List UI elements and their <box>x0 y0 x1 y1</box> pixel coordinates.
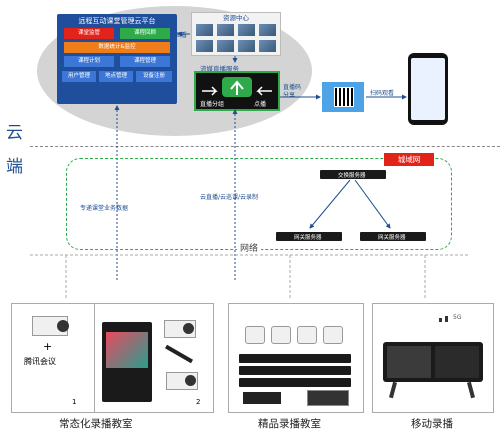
city-network-badge: 城域网 <box>384 153 434 166</box>
mobile-recording-box: 5G <box>372 303 494 413</box>
module-course-manage: 课程管理 <box>120 56 170 67</box>
control-keyboard-icon <box>243 392 281 404</box>
platform-title: 远程互动课堂管理云平台 <box>78 17 156 25</box>
cloud-edge-divider <box>30 146 500 147</box>
phone-screen <box>411 58 445 120</box>
module-user-manage: 用户管理 <box>62 71 96 82</box>
ptz-camera-row <box>243 320 347 346</box>
qr-code-icon <box>334 87 354 107</box>
classroom-divider <box>94 304 95 412</box>
qr-code-card <box>322 82 364 112</box>
normal-classroom-caption: 常态化录播教室 <box>59 418 133 430</box>
resource-thumbnail <box>196 40 213 52</box>
smart-board-screen <box>106 332 148 368</box>
plus-sign: + <box>43 340 53 353</box>
cloud-label: 云 <box>6 123 23 143</box>
recording-host-icon <box>239 366 351 375</box>
recording-host-icon <box>239 354 351 363</box>
signal-bar <box>439 318 442 322</box>
camera-lens <box>183 323 194 334</box>
module-site-manage: 地点管理 <box>99 71 133 82</box>
cloud-services-label: 云直播/云巡课/云录制 <box>200 194 259 201</box>
premium-classroom-caption: 精品录播教室 <box>258 418 321 430</box>
module-data-stats: 数据统计&监控 <box>64 42 170 53</box>
premium-classroom-box <box>228 303 364 413</box>
camera-lens <box>57 320 69 332</box>
ptz-camera-icon <box>271 326 291 344</box>
camera-lens <box>185 375 196 386</box>
business-data-label: 专递课堂业务数据 <box>80 205 129 212</box>
resource-thumbnail <box>238 40 255 52</box>
vod-label: 点播 <box>254 101 267 108</box>
ptz-camera-icon <box>323 326 343 344</box>
edge-label: 端 <box>6 157 23 177</box>
recording-host-icon <box>239 378 351 387</box>
resource-thumbnail <box>196 24 213 36</box>
exchange-server-label: 交换服务器 <box>338 173 366 179</box>
ptz-camera-icon <box>245 326 265 344</box>
pointer-stick-icon <box>165 344 193 364</box>
module-course-review: 课程回顾 <box>120 28 170 39</box>
resource-center: 资源中心 <box>191 12 281 56</box>
gateway-server-1: 网关服务器 <box>276 232 342 241</box>
resource-thumbnail <box>217 40 234 52</box>
signal-5g-label: 5G <box>453 314 462 321</box>
normal-classroom-box: + 腾讯会议 1 2 <box>11 303 214 413</box>
recorder-screen <box>387 346 431 378</box>
live-share-label: 直播码 分享 <box>283 84 302 99</box>
network-label: 网络 <box>237 241 262 254</box>
exchange-server: 交换服务器 <box>320 170 386 179</box>
module-course-supervision: 课堂监管 <box>64 28 114 39</box>
gateway-server-2: 网关服务器 <box>360 232 426 241</box>
ptz-camera-icon <box>297 326 317 344</box>
recorder-leg <box>388 381 398 399</box>
smart-board-icon <box>102 322 152 402</box>
module-course-plan: 课程计划 <box>64 56 114 67</box>
recorder-leg <box>466 381 476 399</box>
resource-thumbnail <box>238 24 255 36</box>
cloud-upload-icon <box>202 77 272 97</box>
tencent-meeting-label: 腾讯会议 <box>24 357 56 366</box>
camera-icon <box>164 320 196 338</box>
scan-watch-label: 扫码观看 <box>370 90 395 97</box>
mobile-recorder-icon <box>383 342 483 382</box>
classroom-number-1: 1 <box>72 398 77 406</box>
gateway-server-1-label: 网关服务器 <box>294 235 322 241</box>
recorder-controls <box>435 346 479 378</box>
director-panel-icon <box>307 390 349 406</box>
resource-thumbnail <box>217 24 234 36</box>
camera-icon <box>166 372 198 390</box>
live-group-label: 直播分组 <box>200 101 225 108</box>
mobile-recording-caption: 移动录播 <box>411 418 453 430</box>
signal-bar <box>445 316 448 322</box>
livestream-title: 流媒直播服务 <box>200 65 239 73</box>
classroom-number-2: 2 <box>196 398 201 406</box>
camera-icon <box>32 316 69 336</box>
smartphone-icon <box>408 53 448 125</box>
gateway-server-2-label: 网关服务器 <box>378 235 406 241</box>
cloud-platform-panel: 远程互动课堂管理云平台 课堂监管 课程回顾 数据统计&监控 课程计划 课程管理 … <box>57 14 177 104</box>
module-device-register: 设备注册 <box>136 71 172 82</box>
resource-thumbnail <box>259 24 276 36</box>
resource-center-title: 资源中心 <box>223 14 249 22</box>
resource-thumbnail <box>259 40 276 52</box>
